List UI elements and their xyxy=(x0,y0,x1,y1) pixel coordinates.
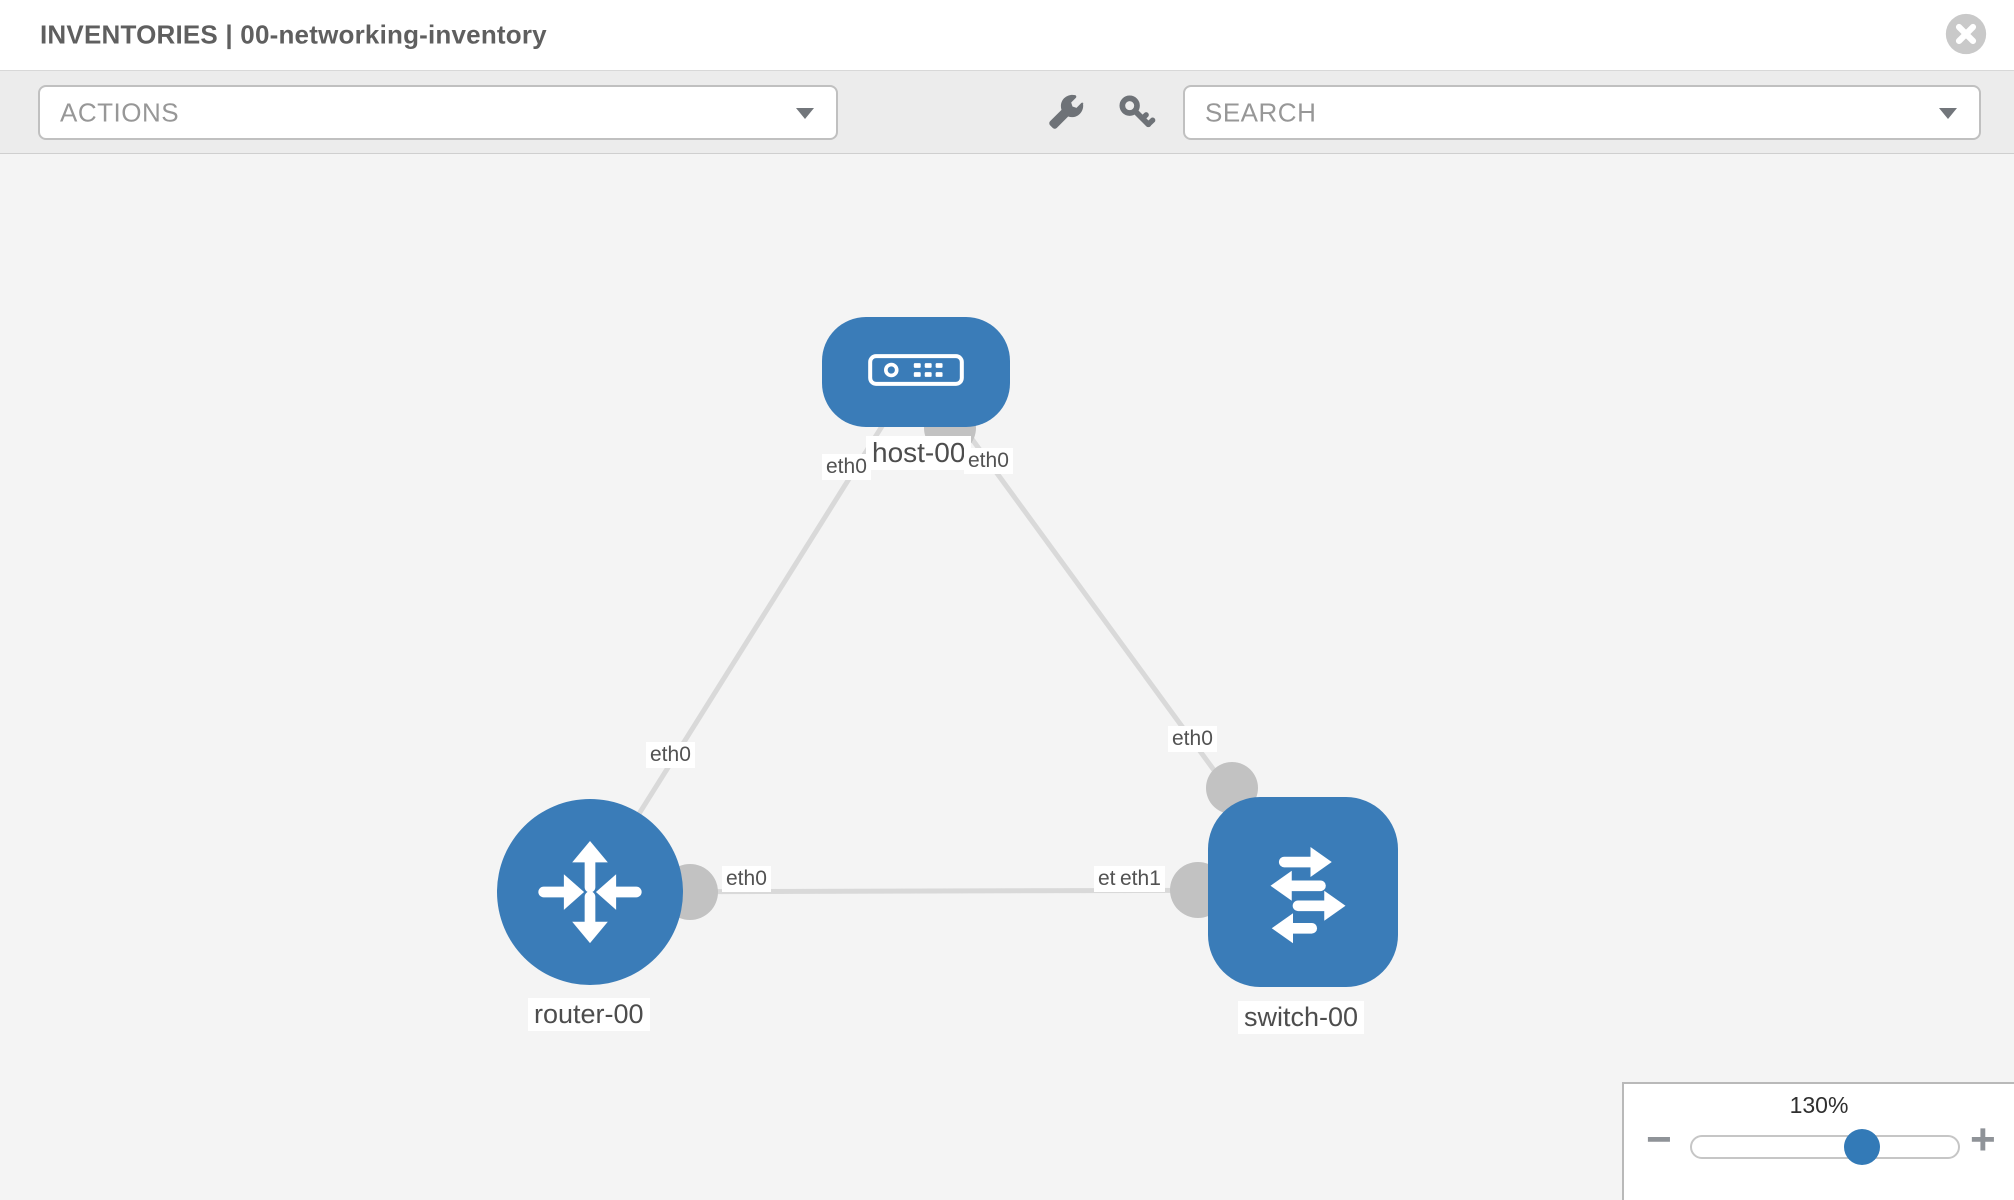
iface-label-switch-eth1: eth1 xyxy=(1116,866,1165,892)
node-switch-00[interactable] xyxy=(1208,797,1398,987)
node-label-host: host-00 xyxy=(866,436,972,470)
iface-label-host-eth0-right: eth0 xyxy=(964,448,1013,474)
close-icon xyxy=(1944,13,1988,59)
iface-label-router-eth0-up: eth0 xyxy=(646,742,695,768)
search-dropdown-label: SEARCH xyxy=(1205,97,1317,127)
zoom-out-button[interactable]: − xyxy=(1646,1115,1672,1164)
topology-graph xyxy=(497,317,1398,987)
credentials-button[interactable] xyxy=(1112,89,1160,137)
iface-label-router-eth0-mid: eth0 xyxy=(722,866,771,892)
zoom-control-panel: 130% − + xyxy=(1622,1082,2014,1200)
node-label-switch: switch-00 xyxy=(1238,1001,1365,1034)
switch-icon xyxy=(1270,847,1346,944)
router-icon xyxy=(538,840,642,944)
iface-label-switch-eth0: eth0 xyxy=(1168,726,1217,752)
wrench-icon xyxy=(1046,94,1086,135)
header: INVENTORIES | 00-networking-inventory xyxy=(0,0,2014,70)
iface-label-host-eth0-left: eth0 xyxy=(822,454,871,480)
page-title: INVENTORIES | 00-networking-inventory xyxy=(40,19,547,50)
actions-dropdown-label: ACTIONS xyxy=(60,97,180,127)
configure-button[interactable] xyxy=(1042,89,1090,137)
key-icon xyxy=(1116,94,1156,135)
zoom-level-value: 130% xyxy=(1789,1092,1849,1118)
zoom-slider-handle[interactable] xyxy=(1844,1129,1881,1165)
node-label-router: router-00 xyxy=(528,998,650,1031)
zoom-slider-track[interactable] xyxy=(1690,1129,1960,1165)
node-host-00[interactable] xyxy=(822,317,1010,427)
node-router-00[interactable] xyxy=(497,799,683,985)
search-dropdown[interactable]: SEARCH xyxy=(1183,85,1981,140)
host-icon xyxy=(868,354,964,386)
actions-dropdown[interactable]: ACTIONS xyxy=(38,85,838,140)
topology-canvas[interactable]: host-00 router-00 switch-00 eth0 eth0 et… xyxy=(0,154,2014,1200)
toolbar: ACTIONS SEARCH xyxy=(0,70,2014,154)
chevron-down-icon xyxy=(796,107,814,119)
chevron-down-icon xyxy=(1939,107,1957,119)
close-button[interactable] xyxy=(1944,12,1988,56)
zoom-in-button[interactable]: + xyxy=(1970,1115,1996,1164)
